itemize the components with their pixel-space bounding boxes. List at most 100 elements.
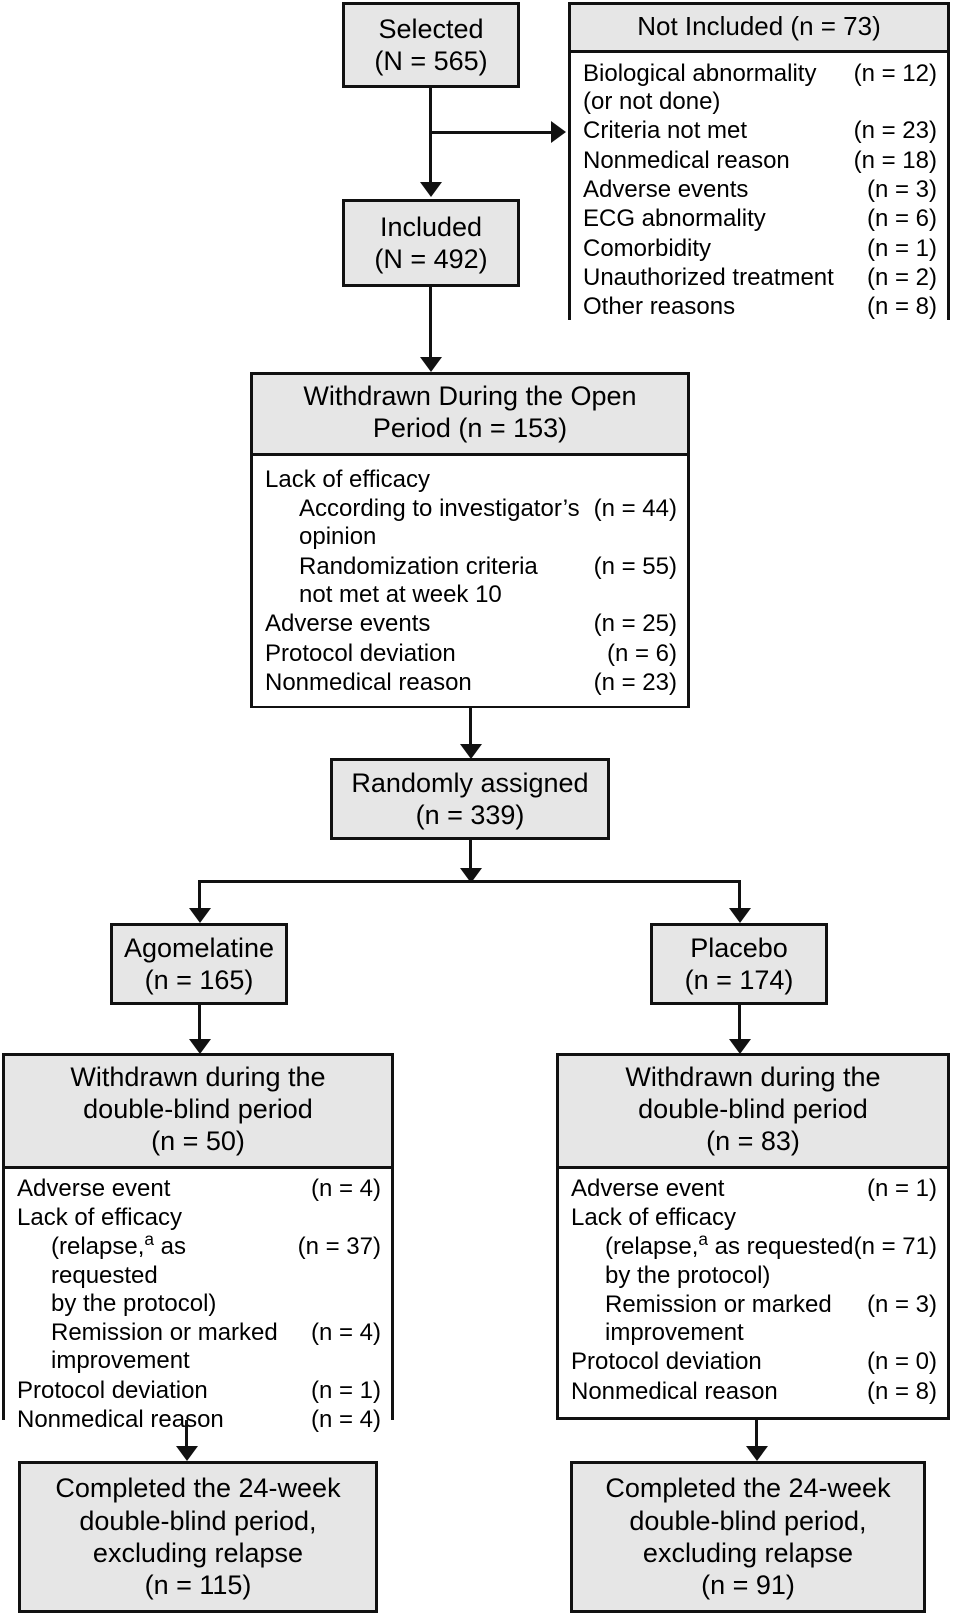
list-item: Nonmedical reason (n = 4) — [17, 1406, 381, 1434]
reason-count: (n = 1) — [866, 1174, 937, 1202]
node-arm-placebo: Placebo (n = 174) — [650, 923, 828, 1005]
node-not-included: Not Included (n = 73) Biological abnorma… — [568, 2, 950, 331]
reason-label: Nonmedical reason — [265, 668, 472, 696]
node-completed-left: Completed the 24-week double-blind perio… — [18, 1461, 378, 1613]
list-item: Lack of efficacy — [17, 1204, 381, 1232]
node-included: Included (N = 492) — [342, 199, 520, 287]
withdrawn-db-left-body: Adverse event (n = 4) Lack of efficacy (… — [5, 1168, 391, 1444]
list-item: Nonmedical reason (n = 23) — [265, 669, 677, 697]
connector-split-left — [198, 880, 201, 912]
list-item: Adverse events (n = 3) — [583, 176, 937, 204]
reason-count: (n = 3) — [866, 1290, 937, 1318]
connector-selected-notincluded — [429, 131, 552, 134]
footnote-marker-a: a — [698, 1229, 708, 1250]
list-item: Lack of efficacy — [265, 466, 677, 494]
reason-count: (n = 6) — [606, 639, 677, 667]
reason-count: (n = 1) — [866, 234, 937, 262]
reason-count: (n = 4) — [310, 1174, 381, 1202]
relapse-text-post: as requested by the protocol) — [605, 1233, 854, 1289]
connector-split-right — [738, 880, 741, 912]
list-item: ECG abnormality (n = 6) — [583, 205, 937, 233]
connector-arm-left-withdrawn — [198, 1005, 201, 1041]
reason-count: (n = 44) — [593, 495, 677, 523]
connector-included-withdrawnopen — [429, 287, 432, 359]
reason-count: (n = 8) — [866, 1377, 937, 1405]
list-item: Adverse events (n = 25) — [265, 610, 677, 638]
reason-count: (n = 18) — [853, 146, 937, 174]
reason-label: Lack of efficacy — [571, 1203, 736, 1231]
reason-label: Adverse event — [571, 1174, 725, 1202]
connector-arm-right-withdrawn — [738, 1005, 741, 1041]
node-randomized-label: Randomly assigned (n = 339) — [351, 767, 589, 830]
reason-label: Lack of efficacy — [265, 465, 430, 493]
arrowhead-completed-left — [176, 1446, 198, 1461]
arrowhead-completed-right — [746, 1446, 768, 1461]
list-item: Adverse event (n = 4) — [17, 1175, 381, 1203]
reason-label: Criteria not met — [583, 117, 748, 145]
reason-label: Protocol deviation — [17, 1376, 208, 1404]
list-item: Lack of efficacy — [571, 1204, 937, 1232]
list-item: Remission or marked improvement (n = 3) — [571, 1291, 937, 1348]
relapse-text-pre: (relapse, — [51, 1233, 145, 1261]
completed-left-label: Completed the 24-week double-blind perio… — [55, 1473, 341, 1601]
reason-label: Comorbidity — [583, 234, 712, 262]
arm-right-label: Placebo (n = 174) — [684, 932, 794, 995]
reason-count: (n = 8) — [866, 293, 937, 321]
arrowhead-selected-included — [420, 182, 442, 197]
relapse-text-pre: (relapse, — [605, 1233, 699, 1261]
arrowhead-withdrawnopen — [420, 357, 442, 372]
list-item: Other reasons (n = 8) — [583, 293, 937, 321]
withdrawn-db-left-header: Withdrawn during the double-blind period… — [5, 1056, 391, 1169]
reason-label: Nonmedical reason — [583, 146, 790, 174]
reason-count: (n = 6) — [866, 205, 937, 233]
connector-selected-included — [429, 88, 432, 184]
reason-label: Remission or marked improvement — [605, 1290, 832, 1347]
footnote-marker-a: a — [144, 1229, 154, 1250]
reason-count: (n = 55) — [593, 552, 677, 580]
list-item-relapse: (relapse,a as requested by the protocol)… — [571, 1231, 937, 1290]
connector-withdrawnleft-completedleft — [185, 1420, 188, 1448]
node-withdrawn-doubleblind-right: Withdrawn during the double-blind period… — [556, 1053, 950, 1420]
node-withdrawn-open-period: Withdrawn During the Open Period (n = 15… — [250, 372, 690, 708]
reason-label: (relapse,a as requested by the protocol) — [571, 1231, 854, 1290]
reason-label: (relapse,a as requested by the protocol) — [17, 1231, 298, 1318]
arrowhead-arm-right — [729, 908, 751, 923]
relapse-text-post: as requested by the protocol) — [51, 1233, 217, 1317]
list-item: Comorbidity (n = 1) — [583, 235, 937, 263]
reason-label: Lack of efficacy — [17, 1203, 182, 1231]
reason-label: Biological abnormality (or not done) — [583, 59, 817, 115]
connector-withdrawnright-completedright — [755, 1420, 758, 1448]
connector-withdrawnopen-randomized — [469, 708, 472, 746]
reason-count: (n = 3) — [866, 175, 937, 203]
reason-label: Adverse event — [17, 1174, 171, 1202]
list-item: Remission or marked improvement (n = 4) — [17, 1319, 381, 1376]
node-selected: Selected (N = 565) — [342, 2, 520, 88]
not-included-body: Biological abnormality (or not done) (n … — [571, 52, 947, 331]
list-item: Nonmedical reason (n = 8) — [571, 1378, 937, 1406]
reason-count: (n = 23) — [593, 668, 677, 696]
withdrawn-open-body: Lack of efficacy According to investigat… — [253, 455, 687, 707]
list-item: Criteria not met (n = 23) — [583, 117, 937, 145]
connector-randomized-split — [469, 840, 472, 872]
list-item: Randomization criteria not met at week 1… — [265, 553, 677, 610]
arrowhead-split — [460, 868, 482, 883]
withdrawn-db-right-body: Adverse event (n = 1) Lack of efficacy (… — [559, 1168, 947, 1416]
reason-label: Adverse events — [265, 610, 431, 638]
reason-label: Nonmedical reason — [571, 1377, 778, 1405]
list-item: Protocol deviation (n = 1) — [17, 1377, 381, 1405]
reason-label: Nonmedical reason — [17, 1406, 224, 1434]
reason-label: Unauthorized treatment — [583, 263, 834, 291]
not-included-header: Not Included (n = 73) — [571, 5, 947, 53]
connector-split-horizontal — [198, 880, 741, 883]
reason-count: (n = 23) — [853, 117, 937, 145]
reason-label: Protocol deviation — [571, 1348, 762, 1376]
list-item: According to investigator’s opinion (n =… — [265, 495, 677, 552]
list-item: Adverse event (n = 1) — [571, 1175, 937, 1203]
node-withdrawn-doubleblind-left: Withdrawn during the double-blind period… — [2, 1053, 394, 1444]
node-arm-agomelatine: Agomelatine (n = 165) — [110, 923, 288, 1005]
list-item: Biological abnormality (or not done) (n … — [583, 60, 937, 117]
reason-label: Remission or marked improvement — [51, 1319, 278, 1375]
arrowhead-arm-left — [189, 908, 211, 923]
arrowhead-randomized — [460, 744, 482, 759]
